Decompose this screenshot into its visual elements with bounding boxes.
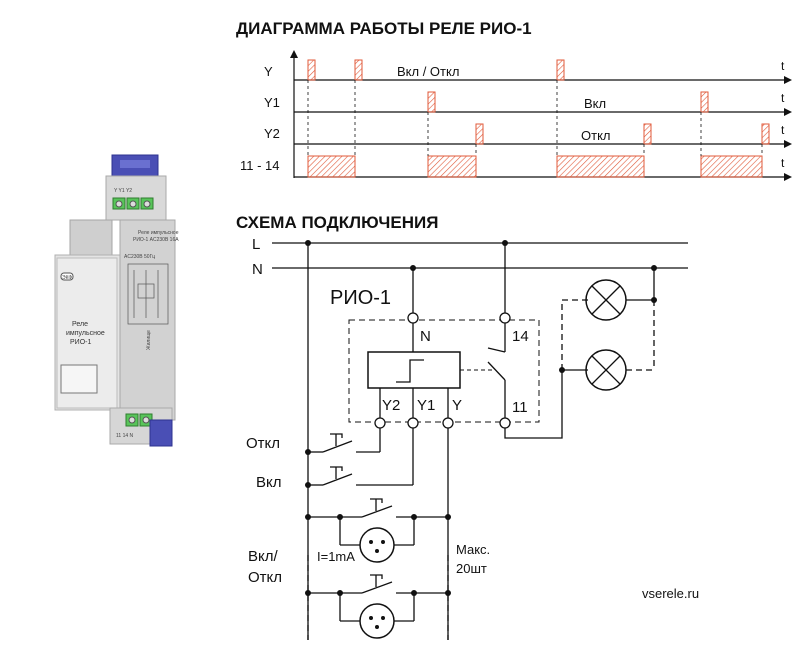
- device-brand: ЭКФ: [62, 275, 72, 281]
- terminal-label-y2: Y2: [382, 397, 400, 414]
- timing-diagram: Y Y1 Y2 11 - 14 t t t t Вкл / Откл Вкл: [240, 50, 792, 181]
- watermark: vserele.ru: [642, 586, 699, 601]
- device-bottom-terminal-labels: 11 14 N: [116, 433, 134, 439]
- button-label-on: Вкл: [256, 474, 282, 491]
- bus-label-l: L: [252, 236, 260, 253]
- terminal-label-y1: Y1: [417, 397, 435, 414]
- time-symbol-row-1: t: [781, 59, 785, 73]
- time-symbol-row-4: t: [781, 156, 785, 170]
- timing-diagram-title: ДИАГРАММА РАБОТЫ РЕЛЕ РИО-1: [236, 19, 532, 38]
- device-name-label: РИО-1: [330, 287, 391, 309]
- current-note: I=1mA: [317, 549, 355, 564]
- device-spec-label-1: Реле импульсное: [138, 230, 179, 236]
- button-label-off: Откл: [246, 435, 280, 452]
- time-symbol-row-3: t: [781, 123, 785, 137]
- wiring-diagram-title: СХЕМА ПОДКЛЮЧЕНИЯ: [236, 213, 438, 232]
- terminal-label-14: 14: [512, 328, 529, 345]
- timing-row-label-contacts: 11 - 14: [240, 158, 280, 173]
- bus-label-n: N: [252, 261, 263, 278]
- device-front-line-3: РИО-1: [70, 339, 91, 346]
- terminal-label-n: N: [420, 328, 431, 345]
- wiring-diagram: [272, 242, 688, 640]
- relay-device-image: Y Y1 Y2 Реле импульсное РИО-1 AC230В 16А…: [54, 154, 179, 447]
- timing-row-label-y: Y: [264, 64, 273, 79]
- device-front-line-1: Реле: [72, 321, 88, 328]
- timing-row-label-y1: Y1: [264, 95, 280, 110]
- wiring-junctions: [305, 240, 657, 629]
- max-count-note-line-2: 20шт: [456, 561, 487, 576]
- device-front-line-2: импульсное: [66, 330, 105, 337]
- time-symbol-row-2: t: [781, 91, 785, 105]
- button-label-toggle-line-2: Откл: [248, 569, 282, 586]
- timing-note-y: Вкл / Откл: [397, 64, 459, 79]
- timing-note-y2: Откл: [581, 128, 611, 143]
- device-spec-label-2: РИО-1 AC230В 16А: [133, 237, 179, 243]
- button-label-toggle-line-1: Вкл/: [248, 548, 278, 565]
- device-logo-text: Жилище: [146, 330, 152, 350]
- terminal-label-y: Y: [452, 397, 462, 414]
- max-count-note-line-1: Макс.: [456, 542, 490, 557]
- device-top-terminal-labels: Y Y1 Y2: [114, 188, 132, 194]
- device-spec-label-3: AC230В 50Гц: [124, 254, 155, 260]
- timing-row-label-y2: Y2: [264, 126, 280, 141]
- terminal-label-11: 11: [512, 399, 528, 416]
- timing-note-y1: Вкл: [584, 96, 606, 111]
